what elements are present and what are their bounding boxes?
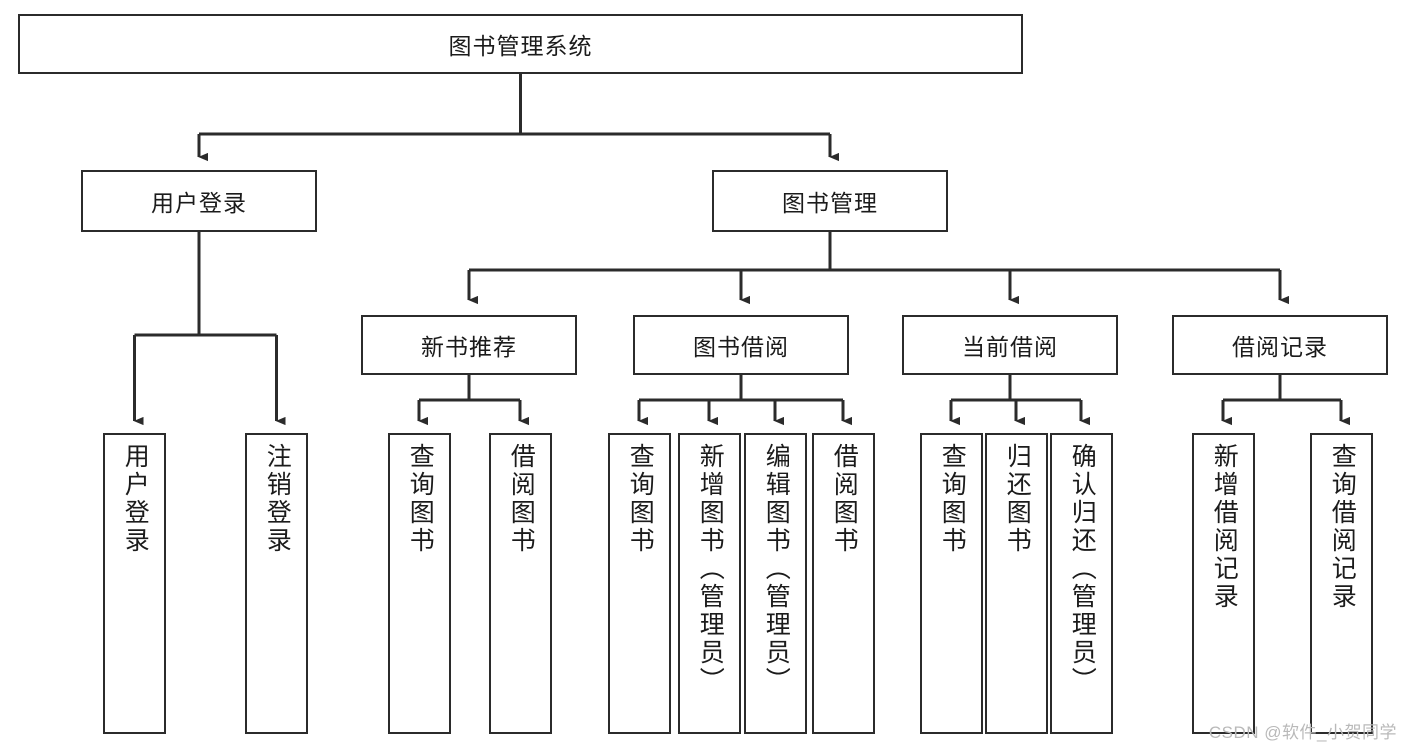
node-user-login[interactable]: 用户登录 bbox=[81, 170, 317, 232]
node-label: 当前借阅 bbox=[962, 334, 1058, 360]
node-label: 查询图书 bbox=[626, 443, 655, 555]
node-label: 编辑图书（管理员） bbox=[762, 443, 791, 695]
node-new-book-recommend[interactable]: 新书推荐 bbox=[361, 315, 577, 375]
node-label: 注销登录 bbox=[263, 443, 292, 555]
node-label: 用户登录 bbox=[121, 443, 150, 555]
leaf-user-login-logout[interactable]: 注销登录 bbox=[245, 433, 308, 734]
node-label: 图书管理 bbox=[782, 190, 878, 216]
node-book-borrow[interactable]: 图书借阅 bbox=[633, 315, 849, 375]
leaf-borrow-record-add-record[interactable]: 新增借阅记录 bbox=[1192, 433, 1255, 734]
leaf-borrow-record-query-record[interactable]: 查询借阅记录 bbox=[1310, 433, 1373, 734]
node-label: 新书推荐 bbox=[421, 334, 517, 360]
leaf-current-borrow-return-book[interactable]: 归还图书 bbox=[985, 433, 1048, 734]
node-label: 图书借阅 bbox=[693, 334, 789, 360]
node-book-management[interactable]: 图书管理 bbox=[712, 170, 948, 232]
node-label: 新增借阅记录 bbox=[1210, 443, 1239, 611]
leaf-book-borrow-add-book-admin[interactable]: 新增图书（管理员） bbox=[678, 433, 741, 734]
leaf-current-borrow-query-book[interactable]: 查询图书 bbox=[920, 433, 983, 734]
leaf-new-book-borrow-book[interactable]: 借阅图书 bbox=[489, 433, 552, 734]
node-label: 归还图书 bbox=[1003, 443, 1032, 555]
leaf-book-borrow-edit-book-admin[interactable]: 编辑图书（管理员） bbox=[744, 433, 807, 734]
node-label: 新增图书（管理员） bbox=[696, 443, 725, 695]
node-label: 用户登录 bbox=[151, 190, 247, 216]
node-label: 借阅记录 bbox=[1232, 334, 1328, 360]
node-label: 查询图书 bbox=[406, 443, 435, 555]
node-root-book-management-system[interactable]: 图书管理系统 bbox=[18, 14, 1023, 74]
leaf-book-borrow-query-book[interactable]: 查询图书 bbox=[608, 433, 671, 734]
leaf-current-borrow-confirm-return-admin[interactable]: 确认归还（管理员） bbox=[1050, 433, 1113, 734]
node-label: 图书管理系统 bbox=[448, 33, 593, 59]
node-label: 查询图书 bbox=[938, 443, 967, 555]
node-borrow-record[interactable]: 借阅记录 bbox=[1172, 315, 1388, 375]
leaf-new-book-query-book[interactable]: 查询图书 bbox=[388, 433, 451, 734]
node-label: 查询借阅记录 bbox=[1328, 443, 1357, 611]
node-label: 确认归还（管理员） bbox=[1068, 443, 1097, 695]
leaf-user-login-login[interactable]: 用户登录 bbox=[103, 433, 166, 734]
watermark: CSDN @软件_小贺同学 bbox=[1208, 723, 1397, 742]
node-label: 借阅图书 bbox=[507, 443, 536, 555]
node-label: 借阅图书 bbox=[830, 443, 859, 555]
node-current-borrow[interactable]: 当前借阅 bbox=[902, 315, 1118, 375]
leaf-book-borrow-borrow-book[interactable]: 借阅图书 bbox=[812, 433, 875, 734]
